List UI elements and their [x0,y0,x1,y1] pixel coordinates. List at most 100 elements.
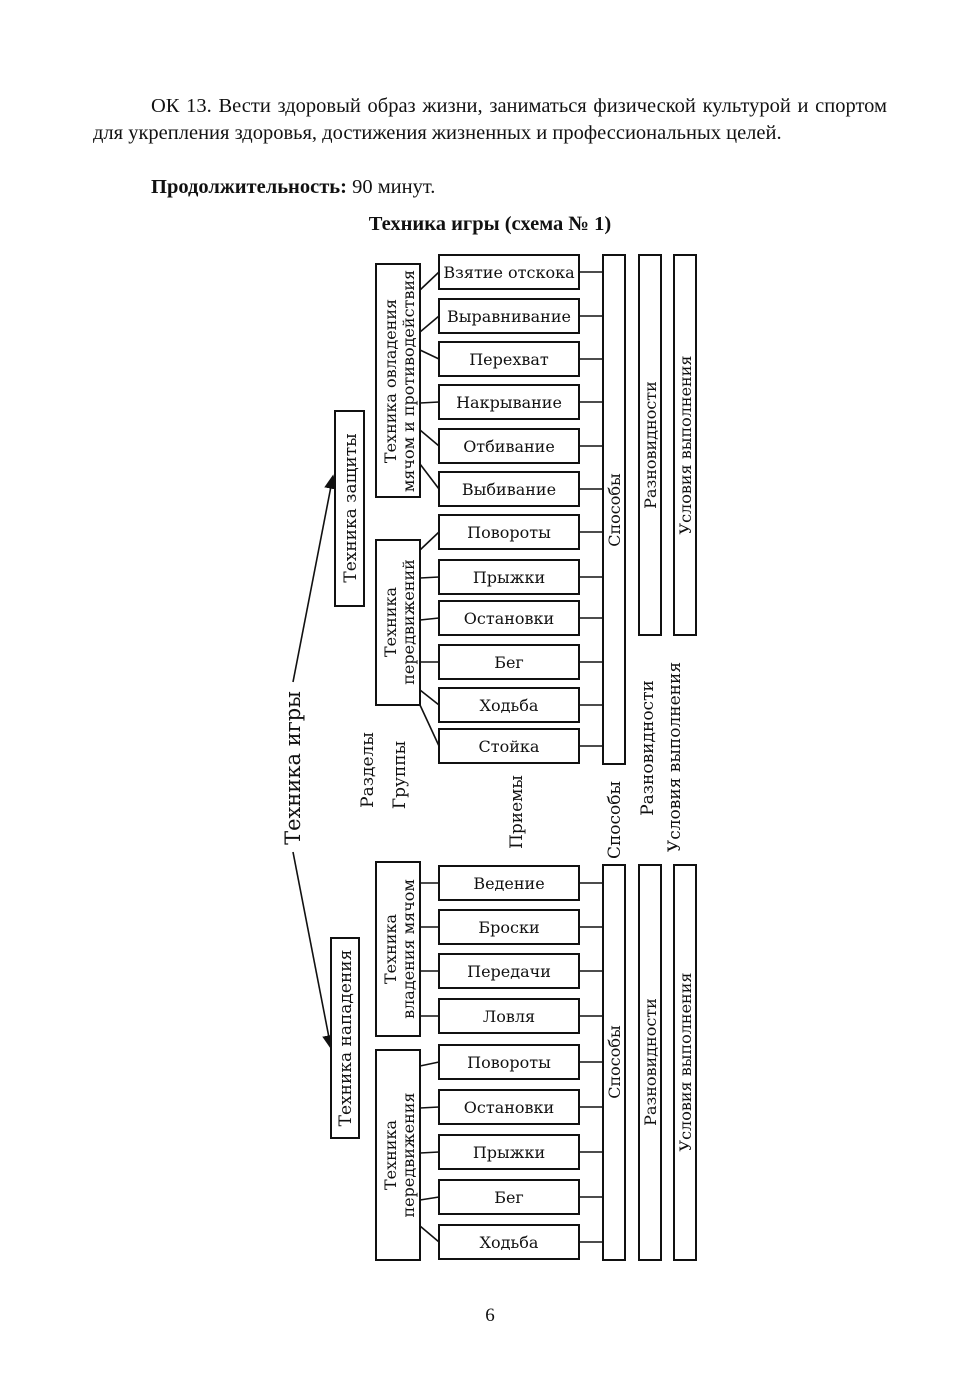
defense-technique-label: Прыжки [473,568,545,587]
group-offense-movement-line2: передвижения [399,1093,418,1218]
competency-paragraph: ОК 13. Вести здоровый образ жизни, заним… [93,95,887,144]
offense-connector-group-technique [419,1151,440,1154]
defense-connector-group-technique [419,315,440,333]
section-defense-label: Техника защиты [341,433,361,582]
root-label: Техника игры [281,691,305,845]
offense-technique-label: Бег [494,1188,524,1207]
arrow-to-offense [292,851,335,1050]
defense-connector-group-technique [419,531,440,551]
offense-methods-label: Способы [605,1025,624,1099]
defense-technique-label: Повороты [467,523,551,542]
level-label-conditions: Условия выполнения [665,662,685,852]
offense-connector-group-technique [419,1225,440,1243]
defense-technique-box [438,728,580,764]
offense-technique-label: Ходьба [480,1233,539,1252]
defense-technique-label: Перехват [469,350,549,369]
duration-line: Продолжительность: 90 минут. [151,174,887,201]
offense-methods-box [602,864,626,1261]
offense-varieties-label: Разновидности [641,998,660,1126]
offense-technique-label: Ведение [473,874,544,893]
defense-technique-box [438,298,580,334]
defense-connector-group-technique [419,689,440,706]
offense-technique-label: Передачи [467,962,551,981]
level-label-methods: Способы [605,781,625,859]
group-defense-movement-box [375,539,421,706]
offense-technique-box [438,865,580,901]
offense-technique-label: Повороты [467,1053,551,1072]
offense-technique-box [438,1179,580,1215]
defense-varieties-box [638,254,662,636]
offense-technique-label: Прыжки [473,1143,545,1162]
offense-connector-group-technique [419,1196,440,1201]
defense-technique-label: Выравнивание [447,307,571,326]
defense-connector-group-technique [419,576,440,579]
defense-technique-label: Остановки [464,609,554,628]
defense-technique-label: Бег [494,653,524,672]
defense-technique-box [438,600,580,636]
defense-connector-group-technique [419,349,440,360]
defense-technique-box [438,687,580,723]
defense-technique-box [438,428,580,464]
level-label-varieties: Разновидности [638,680,658,816]
defense-connector-group-technique [419,401,440,404]
offense-conditions-label: Условия выполнения [676,973,695,1152]
diagram-title: Техника игры (схема № 1) [368,213,612,235]
section-defense-box [334,410,365,607]
defense-methods-box [602,254,626,765]
section-offense-box [330,937,360,1139]
offense-connector-group-technique [419,1061,440,1067]
group-offense-ball-line1: Техника [381,914,400,984]
defense-technique-box [438,559,580,595]
offense-technique-box [438,1134,580,1170]
offense-technique-box [438,909,580,945]
group-defense-ball-line2: мячом и противодействия [399,270,418,492]
defense-conditions-box [673,254,697,636]
defense-technique-box [438,644,580,680]
level-label-techniques: Приемы [507,775,527,849]
defense-technique-label: Накрывание [456,393,562,412]
defense-technique-label: Выбивание [462,480,556,499]
offense-technique-box [438,998,580,1034]
offense-connector-group-technique [419,1106,440,1109]
level-label-sections: Разделы [358,732,378,808]
group-offense-ball-line2: владения мячом [399,879,418,1019]
group-offense-movement-box [375,1049,421,1261]
section-offense-label: Техника нападения [336,950,356,1127]
group-offense-movement-line1: Техника [381,1120,400,1190]
offense-technique-box [438,1224,580,1260]
defense-technique-box [438,341,580,377]
defense-connector-group-technique [419,704,440,747]
offense-conditions-box [673,864,697,1261]
offense-technique-box [438,953,580,989]
defense-connector-group-technique [419,617,440,621]
defense-varieties-label: Разновидности [641,381,660,509]
group-offense-ball-box [375,861,421,1037]
defense-connector-group-technique [419,463,440,490]
defense-technique-box [438,384,580,420]
defense-technique-box [438,471,580,507]
defense-conditions-label: Условия выполнения [676,356,695,535]
page-number: 6 [485,1305,495,1326]
arrow-to-defense [292,474,337,683]
defense-technique-label: Отбивание [463,437,555,456]
group-defense-movement-line2: передвижений [399,559,418,685]
level-label-groups: Группы [390,741,410,809]
defense-technique-label: Ходьба [480,696,539,715]
offense-technique-label: Броски [478,918,539,937]
defense-technique-label: Стойка [479,737,540,756]
offense-technique-box [438,1044,580,1080]
duration-label: Продолжительность: [151,176,347,198]
group-defense-ball-line1: Техника овладения [381,299,400,463]
group-defense-movement-line1: Техника [381,587,400,657]
group-defense-ball-box [375,263,421,498]
defense-technique-label: Взятие отскока [443,263,575,282]
offense-varieties-box [638,864,662,1261]
offense-technique-box [438,1089,580,1125]
defense-methods-label: Способы [605,473,624,547]
defense-connector-group-technique [419,429,440,447]
duration-value: 90 минут. [346,176,436,198]
defense-connector-group-technique [419,271,440,291]
offense-technique-label: Ловля [483,1007,535,1026]
defense-technique-box [438,514,580,550]
